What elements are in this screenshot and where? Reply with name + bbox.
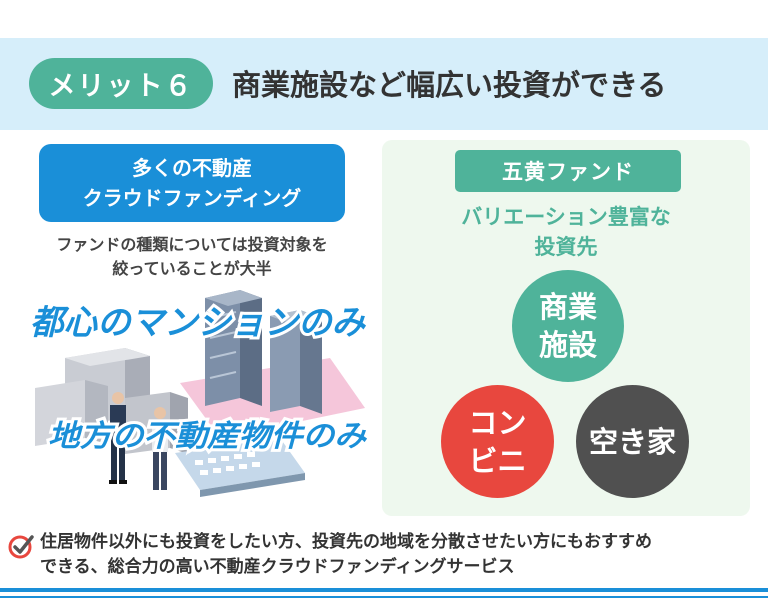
page-title: 商業施設など幅広い投資ができる xyxy=(232,68,667,102)
footer-note-line1: 住居物件以外にも投資をしたい方、投資先の地域を分散させたい方にもおすすめ xyxy=(40,532,652,552)
footer-divider-thin xyxy=(0,596,768,598)
overlay-text-urban: 都心のマンションのみ xyxy=(30,303,367,343)
footer-divider xyxy=(0,588,768,592)
circle-commercial-line1: 商業 xyxy=(538,290,597,324)
circle-convenience: コン ビニ xyxy=(441,385,554,498)
office-tower xyxy=(205,290,262,406)
circle-convenience-line1: コン xyxy=(468,405,527,440)
businesswoman-figure xyxy=(152,407,168,490)
circle-commercial: 商業 施設 xyxy=(512,270,624,382)
circle-convenience-line2: ビニ xyxy=(468,443,527,478)
overlay-text-regional: 地方の不動産物件のみ xyxy=(48,419,367,454)
left-heading-line2: クラウドファンディング xyxy=(82,186,302,210)
fund-subtitle-line2: 投資先 xyxy=(534,235,598,259)
footer-note: 住居物件以外にも投資をしたい方、投資先の地域を分散させたい方にもおすすめ できる… xyxy=(40,530,652,580)
fund-label: 五黄ファンド xyxy=(455,150,681,192)
circle-vacant-house-label: 空き家 xyxy=(588,424,676,459)
fund-subtitle-line1: バリエーション豊富な xyxy=(461,205,671,229)
city-illustration: 都心のマンションのみ 地方の不動産物件のみ xyxy=(30,290,370,497)
circle-commercial-line2: 施設 xyxy=(538,328,597,362)
calculator-icon xyxy=(175,438,305,497)
left-description: ファンドの種類については投資対象を 絞っていることが大半 xyxy=(20,233,364,281)
businessman-figure xyxy=(109,392,127,484)
fund-subtitle: バリエーション豊富な 投資先 xyxy=(390,202,742,262)
circle-vacant-house: 空き家 xyxy=(576,385,689,498)
merit-badge: メリット６ xyxy=(29,58,213,109)
check-circle-icon xyxy=(8,535,34,559)
left-heading-line1: 多くの不動産 xyxy=(132,156,252,180)
left-desc-line2: 絞っていることが大半 xyxy=(112,259,272,278)
right-tower xyxy=(270,310,322,414)
header-banner: メリット６ 商業施設など幅広い投資ができる xyxy=(0,38,768,130)
left-desc-line1: ファンドの種類については投資対象を xyxy=(56,235,328,254)
left-heading-box: 多くの不動産 クラウドファンディング xyxy=(39,144,345,222)
footer-note-line2: できる、総合力の高い不動産クラウドファンディングサービス xyxy=(40,557,515,577)
